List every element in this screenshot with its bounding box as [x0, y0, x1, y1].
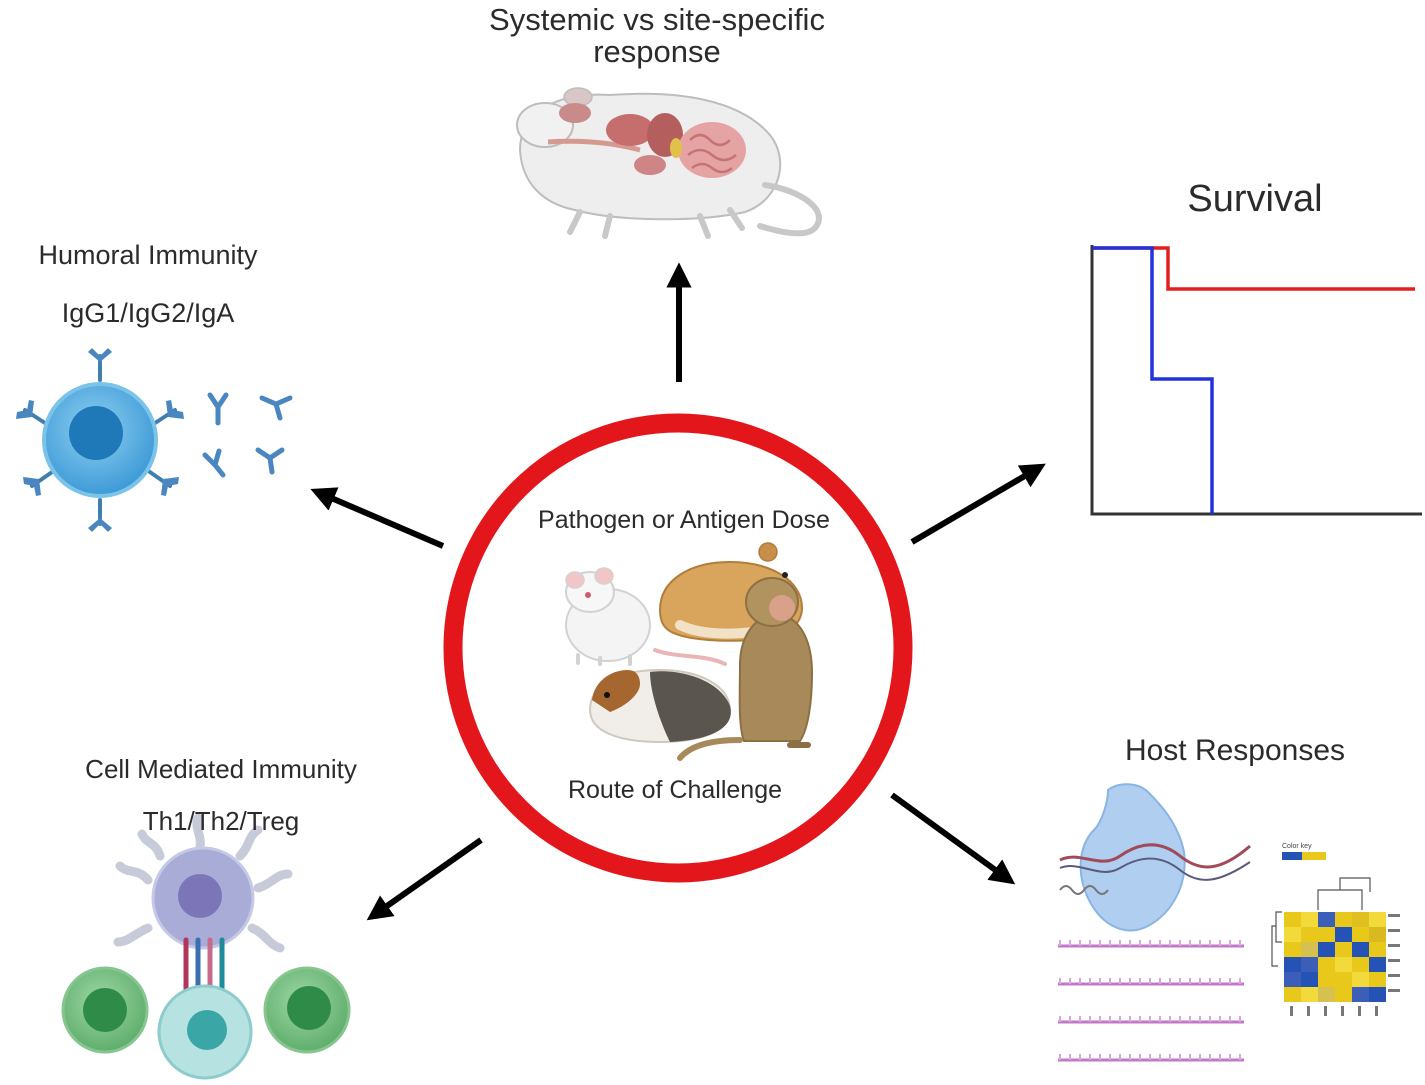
arrow-upper-right [910, 463, 1046, 545]
arrow-lower-right [890, 792, 1016, 885]
heatmap-key-label: Color key [1282, 843, 1312, 850]
mouse-icon [565, 567, 727, 666]
survival-title: Survival [1187, 178, 1323, 220]
systemic-title: Systemic vs site-specific response [412, 4, 902, 68]
arrow-lower-left [366, 837, 483, 921]
b-cell-antibody-icon [16, 348, 293, 532]
survival-axes [1090, 245, 1422, 516]
macaque-icon [677, 577, 814, 761]
center-bottom-label: Route of Challenge [567, 776, 783, 804]
heatmap-cells [1284, 912, 1386, 1002]
host-responses-title: Host Responses [1124, 734, 1346, 767]
survival-curve-icon [1090, 245, 1422, 516]
systemic-title-line2: response [593, 34, 721, 69]
survival-line-red [1092, 246, 1415, 291]
heatmap-icon: Color key [1271, 843, 1400, 1016]
guinea-pig-icon [588, 668, 732, 744]
humoral-title: Humoral Immunity [38, 240, 258, 270]
t-cell-interaction-icon [61, 813, 351, 1080]
arrows [310, 262, 1046, 921]
ribosome-mrna-icon [1058, 783, 1251, 1062]
survival-line-blue [1092, 246, 1214, 514]
humoral-subtitle: IgG1/IgG2/IgA [61, 298, 235, 328]
mouse-anatomy-icon [516, 87, 822, 239]
center-top-label: Pathogen or Antigen Dose [538, 506, 830, 534]
systemic-title-line1: Systemic vs site-specific [489, 2, 825, 37]
arrow-upper-left [310, 487, 445, 549]
cell-mediated-title: Cell Mediated Immunity [85, 754, 357, 784]
cell-mediated-subtitle: Th1/Th2/Treg [142, 806, 300, 836]
center-ring [443, 413, 913, 883]
